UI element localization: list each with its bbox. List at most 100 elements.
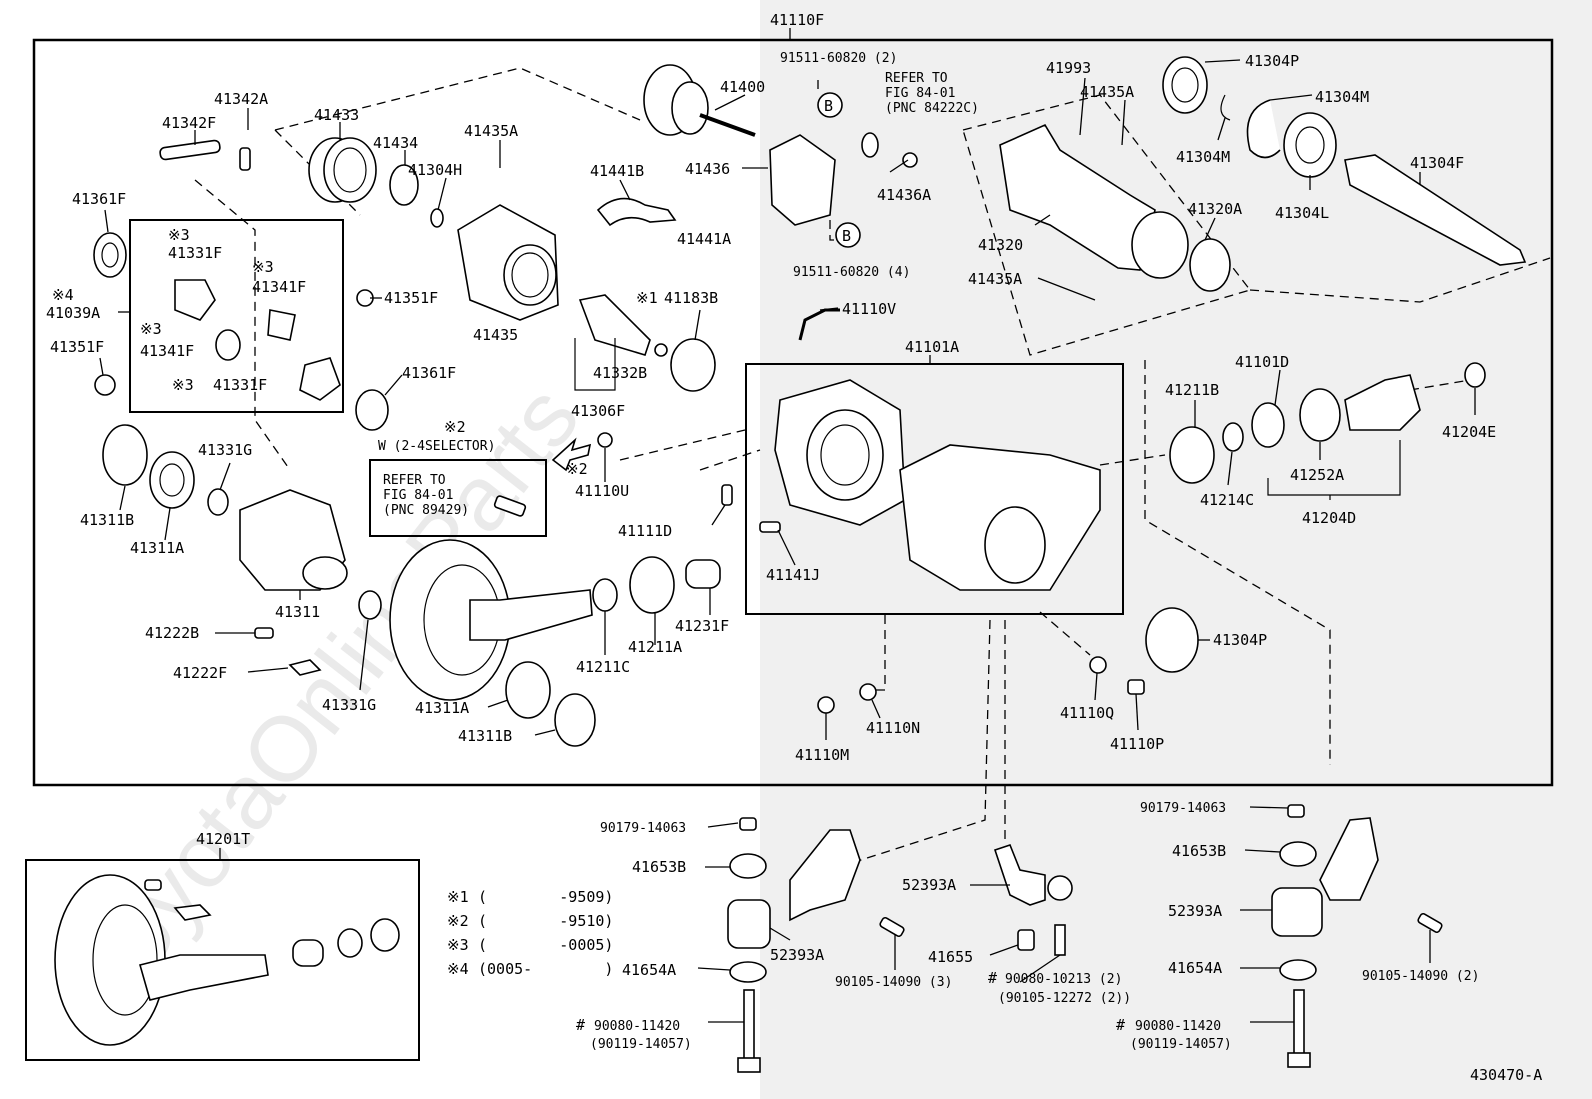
label-41201T[interactable]: 41201T xyxy=(196,830,250,848)
label-41993[interactable]: 41993 xyxy=(1046,59,1091,77)
label-41306F[interactable]: 41306F xyxy=(571,402,625,420)
label-41433[interactable]: 41433 xyxy=(314,106,359,124)
label-41304L[interactable]: 41304L xyxy=(1275,204,1329,222)
label-41361F-b[interactable]: 41361F xyxy=(402,364,456,382)
label-41211B[interactable]: 41211B xyxy=(1165,381,1219,399)
label-41655[interactable]: 41655 xyxy=(928,948,973,966)
label-41111D[interactable]: 41111D xyxy=(618,522,672,540)
label-90105-14090-3[interactable]: 90105-14090 (3) xyxy=(835,975,952,990)
label-41101D[interactable]: 41101D xyxy=(1235,353,1289,371)
label-41361F-a[interactable]: 41361F xyxy=(72,190,126,208)
label-41331G-a[interactable]: 41331G xyxy=(198,441,252,459)
label-41211A[interactable]: 41211A xyxy=(628,638,682,656)
label-90179-14063-a[interactable]: 90179-14063 xyxy=(600,821,686,836)
label-41441B[interactable]: 41441B xyxy=(590,162,644,180)
label-41331F-a[interactable]: 41331F xyxy=(168,244,222,262)
label-41341F-a[interactable]: 41341F xyxy=(252,278,306,296)
label-41110Q[interactable]: 41110Q xyxy=(1060,704,1114,722)
label-41304M-b[interactable]: 41304M xyxy=(1176,148,1230,166)
label-41435A-c[interactable]: 41435A xyxy=(968,270,1022,288)
label-41342A[interactable]: 41342A xyxy=(214,90,268,108)
mark-hash-a: # xyxy=(576,1016,585,1034)
label-41311B-a[interactable]: 41311B xyxy=(80,511,134,529)
label-52393A-c[interactable]: 52393A xyxy=(1168,902,1222,920)
label-90119-14057-a[interactable]: (90119-14057) xyxy=(590,1037,692,1052)
label-41436[interactable]: 41436 xyxy=(685,160,730,178)
label-41110M[interactable]: 41110M xyxy=(795,746,849,764)
label-41320[interactable]: 41320 xyxy=(978,236,1023,254)
label-90080-10213[interactable]: 90080-10213 (2) xyxy=(1005,972,1122,987)
label-90105-12272[interactable]: (90105-12272 (2)) xyxy=(998,991,1131,1006)
label-41341F-b[interactable]: 41341F xyxy=(140,342,194,360)
label-41222F[interactable]: 41222F xyxy=(173,664,227,682)
label-90080-11420-b[interactable]: 90080-11420 xyxy=(1135,1019,1221,1034)
label-90080-11420-a[interactable]: 90080-11420 xyxy=(594,1019,680,1034)
assembly-label[interactable]: 41110F xyxy=(770,11,824,29)
seal-41304P-top xyxy=(1162,56,1208,114)
label-41434[interactable]: 41434 xyxy=(373,134,418,152)
label-41101A[interactable]: 41101A xyxy=(905,338,959,356)
mount-right xyxy=(1271,804,1443,1068)
mark-3d: ※3 xyxy=(172,376,194,394)
label-41204E[interactable]: 41204E xyxy=(1442,423,1496,441)
label-41653B-a[interactable]: 41653B xyxy=(632,858,686,876)
label-91511-60820-2[interactable]: 91511-60820 (2) xyxy=(780,51,897,66)
label-41441A[interactable]: 41441A xyxy=(677,230,731,248)
label-41304F[interactable]: 41304F xyxy=(1410,154,1464,172)
label-41654A-a[interactable]: 41654A xyxy=(622,961,676,979)
refer-note-1-line3[interactable]: (PNC 84222C) xyxy=(885,101,979,116)
label-41252A[interactable]: 41252A xyxy=(1290,466,1344,484)
label-41311[interactable]: 41311 xyxy=(275,603,320,621)
label-41435[interactable]: 41435 xyxy=(473,326,518,344)
label-41331G-b[interactable]: 41331G xyxy=(322,696,376,714)
label-41435A-a[interactable]: 41435A xyxy=(464,122,518,140)
label-41400[interactable]: 41400 xyxy=(720,78,765,96)
label-41204D[interactable]: 41204D xyxy=(1302,509,1356,527)
washer-41331G-b xyxy=(358,590,382,620)
label-41342F[interactable]: 41342F xyxy=(162,114,216,132)
label-41320A[interactable]: 41320A xyxy=(1188,200,1242,218)
label-41110V[interactable]: 41110V xyxy=(842,300,896,318)
label-41436A[interactable]: 41436A xyxy=(877,186,931,204)
label-41331F-b[interactable]: 41331F xyxy=(213,376,267,394)
mark-2a: ※2 xyxy=(444,418,466,436)
label-41110P[interactable]: 41110P xyxy=(1110,735,1164,753)
label-selector[interactable]: W (2-4SELECTOR) xyxy=(378,439,495,454)
label-41311B-b[interactable]: 41311B xyxy=(458,727,512,745)
housing-41101A xyxy=(774,379,1101,591)
label-41311A-b[interactable]: 41311A xyxy=(415,699,469,717)
ref-B-bottom-label: B xyxy=(842,227,851,245)
label-41304M-a[interactable]: 41304M xyxy=(1315,88,1369,106)
label-41183B[interactable]: 41183B xyxy=(664,289,718,307)
label-52393A-b[interactable]: 52393A xyxy=(902,876,956,894)
label-41039A[interactable]: 41039A xyxy=(46,304,100,322)
diagram-code: 430470-A xyxy=(1470,1066,1542,1084)
label-41653B-b[interactable]: 41653B xyxy=(1172,842,1226,860)
refer-note-2-line3[interactable]: (PNC 89429) xyxy=(383,503,469,518)
label-91511-60820-4[interactable]: 91511-60820 (4) xyxy=(793,265,910,280)
label-41311A-a[interactable]: 41311A xyxy=(130,539,184,557)
label-41351F-b[interactable]: 41351F xyxy=(384,289,438,307)
label-52393A-a[interactable]: 52393A xyxy=(770,946,824,964)
label-90105-14090-2[interactable]: 90105-14090 (2) xyxy=(1362,969,1479,984)
label-41304P-b[interactable]: 41304P xyxy=(1213,631,1267,649)
label-41222B[interactable]: 41222B xyxy=(145,624,199,642)
ref-B-top-label: B xyxy=(824,97,833,115)
label-41141J[interactable]: 41141J xyxy=(766,566,820,584)
label-41231F[interactable]: 41231F xyxy=(675,617,729,635)
label-41110N[interactable]: 41110N xyxy=(866,719,920,737)
label-41110U[interactable]: 41110U xyxy=(575,482,629,500)
label-41304H[interactable]: 41304H xyxy=(408,161,462,179)
label-41211C[interactable]: 41211C xyxy=(576,658,630,676)
footnote-3-range: ( -0005) xyxy=(478,936,613,954)
label-90179-14063-b[interactable]: 90179-14063 xyxy=(1140,801,1226,816)
label-41332B[interactable]: 41332B xyxy=(593,364,647,382)
bolt-41141J xyxy=(759,521,781,533)
label-41351F-a[interactable]: 41351F xyxy=(50,338,104,356)
washer-41361F-b xyxy=(355,389,389,431)
label-41654A-b[interactable]: 41654A xyxy=(1168,959,1222,977)
label-41435A-b[interactable]: 41435A xyxy=(1080,83,1134,101)
label-41214C[interactable]: 41214C xyxy=(1200,491,1254,509)
label-90119-14057-b[interactable]: (90119-14057) xyxy=(1130,1037,1232,1052)
label-41304P-a[interactable]: 41304P xyxy=(1245,52,1299,70)
